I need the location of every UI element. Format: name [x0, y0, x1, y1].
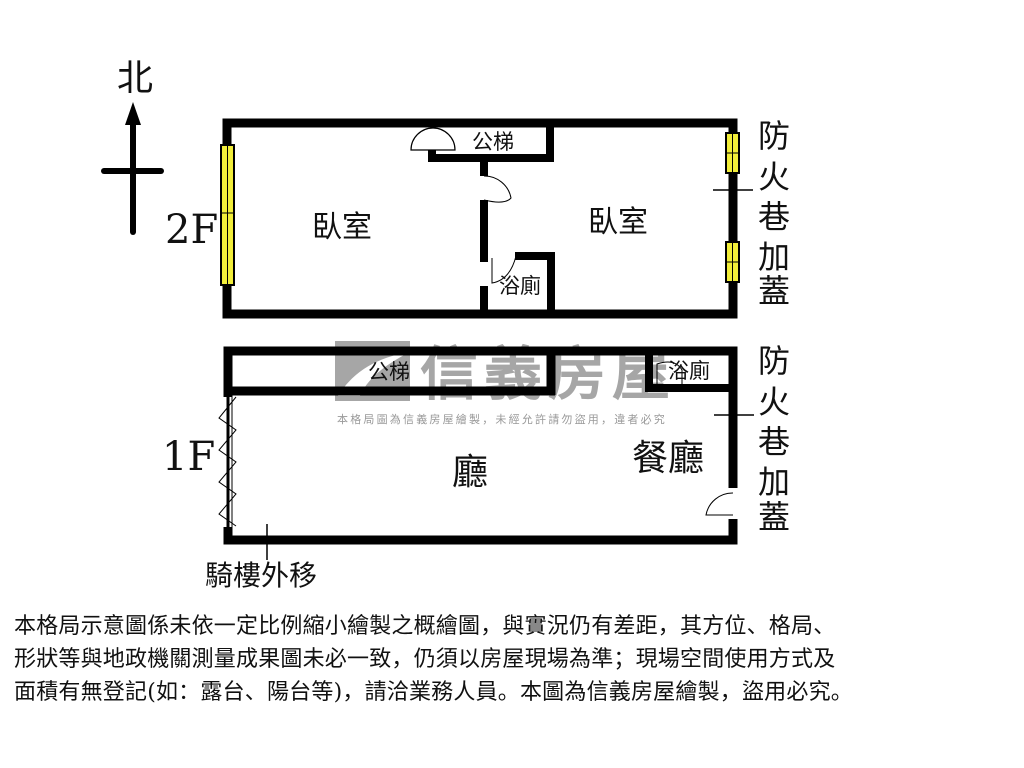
door-swing-icon: [705, 492, 734, 516]
public-stair-1f-label: 公梯: [368, 360, 410, 384]
dining-room-label: 餐廳: [632, 438, 704, 479]
floor-2f-label: 2F: [165, 207, 218, 253]
door-swing-icon: [656, 361, 683, 388]
north-compass: 北: [101, 58, 164, 235]
compass-label: 北: [117, 58, 153, 99]
svg-text:巷: 巷: [758, 423, 790, 461]
arcade-note-label: 騎樓外移: [205, 559, 317, 592]
floor-1f: 1F 公梯 浴廁 廳 餐廳 騎樓外移 防 火 巷 加 蓋: [162, 342, 790, 592]
disclaimer-text: 本格局示意圖係未依一定比例縮小繪製之概繪圖，與實況仍有差距，其方位、格局、 形狀…: [14, 610, 1014, 709]
disclaimer-line: 本格局示意圖係未依一定比例縮小繪製之概繪圖，與實況仍有差距，其方位、格局、: [14, 614, 836, 639]
svg-text:蓋: 蓋: [758, 272, 790, 310]
svg-text:防: 防: [758, 342, 790, 380]
arcade-zigzag-icon: [218, 396, 237, 527]
north-arrow-icon: [125, 102, 141, 125]
public-stair-2f-label: 公梯: [472, 130, 514, 154]
svg-text:火: 火: [758, 383, 790, 421]
bathroom-1f-wall: [645, 351, 733, 392]
door-swing-icon: [410, 127, 456, 151]
disclaimer-line: 面積有無登記(如：露台、陽台等)，請洽業務人員。本圖為信義房屋繪製，盜用必究。: [14, 680, 853, 705]
svg-text:加: 加: [758, 238, 790, 276]
svg-text:巷: 巷: [758, 198, 790, 236]
bathroom-2f-label: 浴廁: [499, 274, 541, 298]
bathroom-2f-wall: [515, 252, 555, 314]
living-room-label: 廳: [452, 452, 488, 493]
fire-lane-note-2f: 防 火 巷 加 蓋: [758, 117, 790, 310]
floor-plan: 信義房屋 本格局圖為信義房屋繪製，未經允許請勿盜用，違者必究 北 2F 公梯 浴…: [101, 58, 790, 592]
logo-swoosh-icon: [338, 352, 410, 396]
floor-1f-label: 1F: [162, 434, 215, 480]
fire-lane-note-1f: 防 火 巷 加 蓋: [758, 342, 790, 536]
bedroom-right-label: 臥室: [588, 205, 648, 240]
disclaimer-line: 形狀等與地政機關測量成果圖未必一致，仍須以房屋現場為準；現場空間使用方式及: [14, 647, 836, 672]
door-swing-icon: [491, 255, 517, 284]
bedroom-left-label: 臥室: [312, 210, 372, 245]
floor-2f: 2F 公梯 浴廁 臥室 臥室 防 火 巷: [165, 117, 790, 319]
svg-text:加: 加: [758, 463, 790, 501]
bathroom-1f-label: 浴廁: [668, 359, 710, 383]
door-swing-icon: [483, 175, 512, 203]
svg-text:火: 火: [758, 158, 790, 196]
svg-text:防: 防: [758, 117, 790, 155]
watermark-notice: 本格局圖為信義房屋繪製，未經允許請勿盜用，違者必究: [337, 412, 667, 426]
svg-text:蓋: 蓋: [758, 498, 790, 536]
floor-1f-outer-wall: [223, 519, 738, 545]
